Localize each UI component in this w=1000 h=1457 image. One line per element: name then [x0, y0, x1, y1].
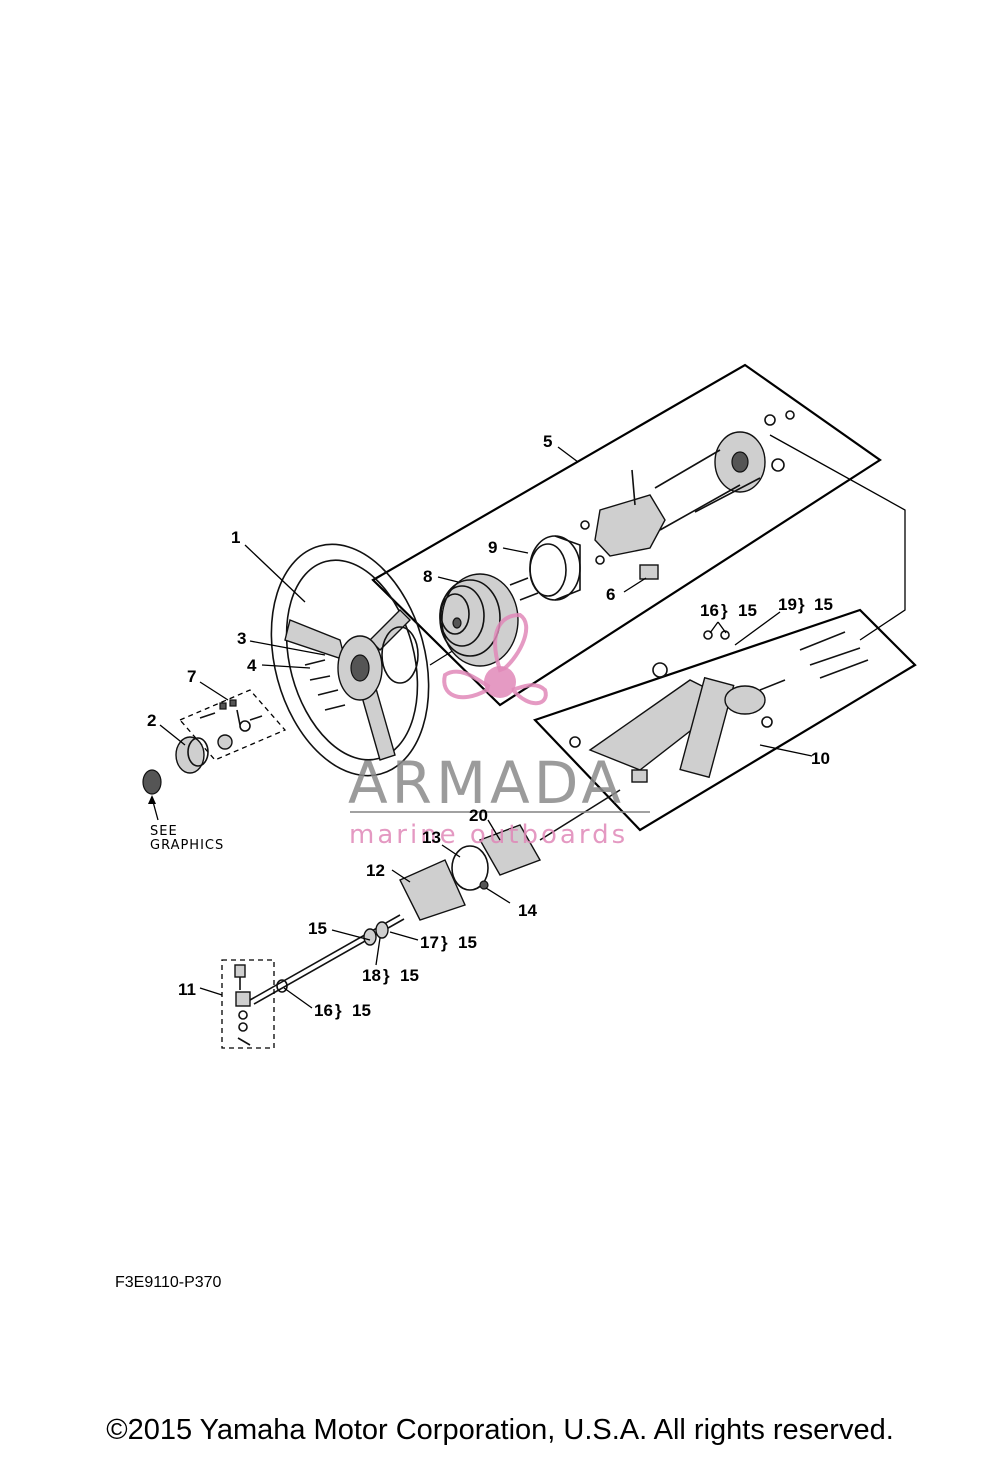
- callout-13: 13: [422, 828, 441, 847]
- watermark-tagline: marine outboards: [349, 820, 628, 850]
- svg-text:18: 18: [362, 966, 381, 985]
- callout-3: 3: [237, 629, 246, 648]
- callout-15: 15: [308, 919, 327, 938]
- propeller-blade-icon: [511, 683, 548, 706]
- mount-bracket-part-10: [569, 630, 869, 783]
- helm-unit: [509, 410, 795, 601]
- callout-7: 7: [187, 667, 196, 686]
- callout-5: 5: [543, 432, 552, 451]
- svg-text:15: 15: [738, 601, 757, 620]
- kit-7-parts: [199, 699, 263, 750]
- callout-11: 11: [178, 980, 196, 999]
- figure-code: F3E9110-P370: [115, 1274, 222, 1291]
- copyright-notice: ©2015 Yamaha Motor Corporation, U.S.A. A…: [106, 1414, 894, 1446]
- hub-bolts: [304, 659, 346, 711]
- callout-6: 6: [606, 585, 615, 604]
- callout-16-bottom: 16 } 15: [314, 1001, 371, 1020]
- leader-lines: [159, 446, 813, 1009]
- callout-19: 19 } 15: [778, 595, 833, 614]
- svg-text:16: 16: [700, 601, 719, 620]
- callout-14: 14: [518, 901, 537, 920]
- propeller-blade-icon: [442, 669, 491, 700]
- callout-4: 4: [247, 656, 257, 675]
- assembly-frame-10: [533, 608, 917, 832]
- callout-8: 8: [423, 567, 432, 586]
- callout-16-top: 16 } 15: [700, 601, 757, 620]
- svg-text:}: }: [335, 1001, 342, 1020]
- kit-11-frame: [221, 959, 275, 1049]
- svg-text:15: 15: [352, 1001, 371, 1020]
- callout-9: 9: [488, 538, 497, 557]
- svg-text:16: 16: [314, 1001, 333, 1020]
- assembly-frame-5: [371, 363, 882, 707]
- steering-wheel: [270, 543, 430, 777]
- svg-text:15: 15: [400, 966, 419, 985]
- see-graphics-line-2: GRAPHICS: [150, 838, 224, 853]
- svg-text:17: 17: [420, 933, 439, 952]
- svg-text:15: 15: [458, 933, 477, 952]
- propeller-hub-icon: [484, 666, 516, 698]
- svg-text:}: }: [383, 966, 390, 985]
- svg-text:}: }: [441, 933, 448, 952]
- see-graphics-line-1: SEE: [150, 824, 178, 839]
- cable-assembly: [249, 789, 621, 1005]
- svg-text:19: 19: [778, 595, 797, 614]
- svg-text:}: }: [798, 595, 805, 614]
- callout-12: 12: [366, 861, 385, 880]
- watermark-brand: ARMADA: [348, 749, 625, 817]
- kit-7-frame: [178, 689, 287, 761]
- watermark: ARMADA marine outboards: [348, 612, 650, 850]
- propeller-blade-icon: [493, 612, 529, 673]
- callout-1: 1: [231, 528, 240, 547]
- svg-text:}: }: [721, 601, 728, 620]
- bellows-part-8: [439, 573, 519, 667]
- callout-2: 2: [147, 711, 156, 730]
- callout-10: 10: [811, 749, 830, 768]
- callout-20: 20: [469, 806, 488, 825]
- callout-18: 18 } 15: [362, 966, 419, 985]
- cap-part-2: [142, 736, 209, 821]
- callout-17: 17 } 15: [420, 933, 477, 952]
- connector-line: [769, 434, 906, 641]
- housing-part-9: [529, 535, 581, 601]
- svg-text:15: 15: [814, 595, 833, 614]
- kit-11-parts: [234, 964, 251, 1046]
- clip-part-6: [639, 564, 659, 580]
